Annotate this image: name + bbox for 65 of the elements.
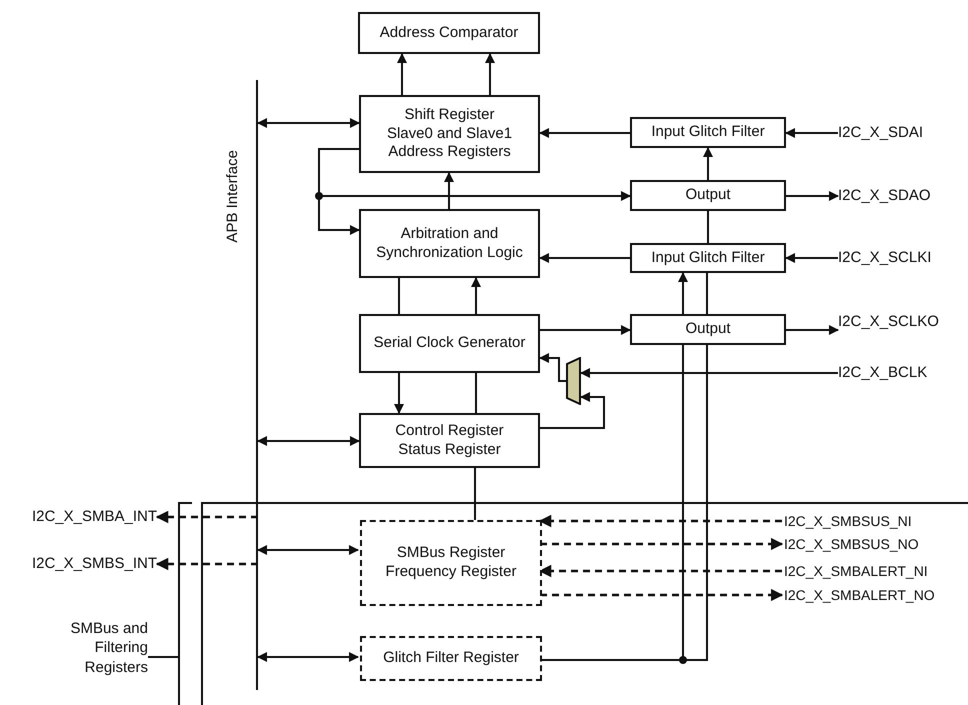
signal-label: I2C_X_SCLKI [838, 248, 958, 268]
box-label: Serial Clock Generator [374, 334, 526, 353]
block-box [630, 180, 786, 211]
connector-arrow [394, 373, 404, 414]
group-label: SMBus and Filtering Registers [30, 606, 148, 690]
connector-arrow [785, 253, 838, 263]
box-label: Address Comparator [380, 24, 518, 42]
leader-line [148, 656, 178, 658]
signal-label: I2C_X_SMBS_INT [2, 554, 157, 574]
box-label: Slave0 and Slave1 Address Registers [386, 124, 514, 162]
register-box [360, 520, 542, 606]
connector-arrow [678, 272, 688, 314]
box-label: SMBus Register [396, 544, 506, 563]
box-label: Arbitration and Synchronization Logic [375, 224, 524, 262]
connector-arrow [703, 147, 713, 180]
connector-arrow [397, 53, 407, 95]
connector-arrow [257, 118, 360, 128]
box-label: Glitch Filter Register [383, 649, 519, 668]
connector-arrow [444, 172, 454, 209]
connector-arrow [257, 436, 360, 446]
connector-arrow [156, 510, 258, 524]
connector-arrow [156, 558, 258, 570]
box-label: Output [685, 186, 731, 205]
box-label: Frequency Register [386, 563, 516, 582]
box-label: Shift Register [404, 106, 495, 125]
connector-arrow [485, 53, 495, 95]
signal-label: I2C_X_SMBA_INT [2, 507, 157, 527]
signal-label: I2C_X_BCLK [838, 363, 958, 383]
connector-arrow [786, 325, 839, 335]
signal-label: I2C_X_SMBSUS_NO [784, 534, 968, 554]
block-box [359, 209, 540, 278]
connector-arrow [540, 588, 784, 602]
connector-arrow [786, 191, 839, 201]
connector-arrow [257, 545, 359, 555]
box-label: Input Glitch Filter [651, 248, 765, 268]
box-label: Input Glitch Filter [651, 123, 765, 142]
signal-label: I2C_X_SDAI [838, 123, 958, 143]
signal-label: I2C_X_SMBALERT_NI [784, 561, 968, 581]
block-box [358, 12, 540, 54]
block-box [630, 117, 786, 148]
block-box [630, 314, 786, 345]
box-label: Control Register [395, 422, 504, 440]
signal-label: I2C_X_SMBSUS_NI [784, 511, 968, 531]
block-box [359, 413, 540, 468]
signal-label: I2C_X_SMBALERT_NO [784, 585, 968, 605]
connector-arrow [540, 538, 784, 550]
connector-arrow [580, 368, 838, 378]
connector-arrow [257, 652, 359, 662]
register-box [360, 636, 542, 681]
block-box [359, 314, 540, 373]
connector-arrow [785, 128, 838, 138]
connector-arrow [540, 325, 631, 335]
box-label: Output [685, 320, 731, 339]
block-box [630, 243, 786, 273]
connector-arrow [471, 277, 481, 314]
box-label: Status Register [398, 440, 501, 460]
block-box [359, 95, 540, 173]
connector-arrow [539, 353, 566, 382]
connector-arrow [539, 253, 630, 263]
bus-label: APB Interface [224, 150, 241, 243]
signal-label: I2C_X_SDAO [838, 186, 958, 206]
signal-label: I2C_X_SCLKO [838, 312, 964, 332]
connector-arrow [538, 514, 782, 528]
connector-arrow [539, 128, 630, 138]
connector-arrow [540, 392, 605, 429]
